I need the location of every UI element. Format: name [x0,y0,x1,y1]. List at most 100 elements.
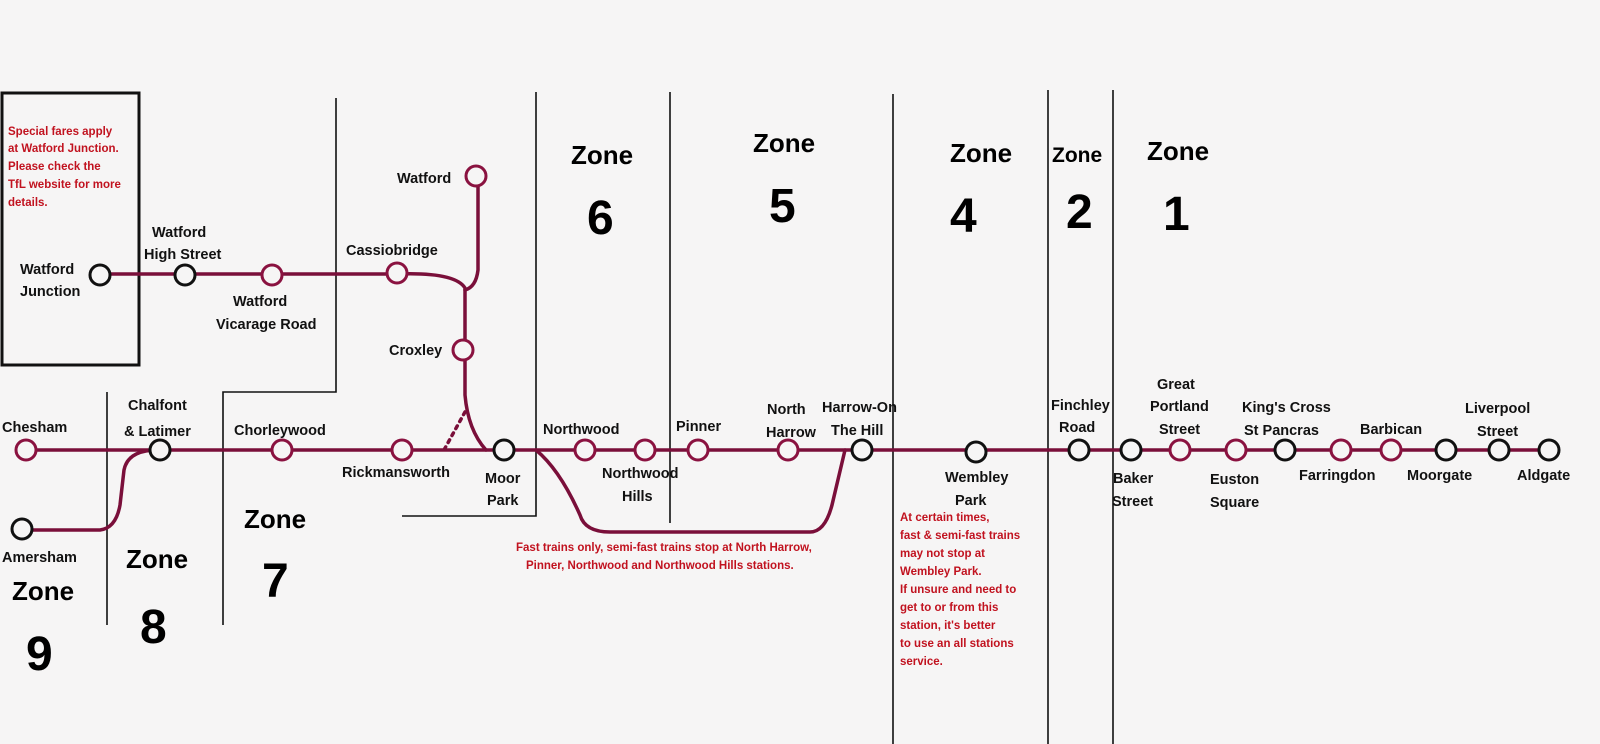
notice-line: Pinner, Northwood and Northwood Hills st… [526,560,794,572]
label-farringdon: Farringdon [1299,468,1376,484]
notice-line: to use an all stations [900,638,1014,650]
label-moorgate: Moorgate [1407,468,1472,484]
zone-9-number: 9 [26,628,53,681]
zone-5-word: Zone [753,128,815,158]
station-watford-junction[interactable] [88,263,112,287]
label-watford-junction: Watford Junction [20,262,80,300]
label-harrow-on-the-hill: Harrow-On The Hill [822,400,901,439]
station-northwood-hills[interactable] [633,438,657,462]
label-barbican: Barbican [1360,422,1422,438]
label-line: Harrow [766,425,817,441]
zone-2-number: 2 [1066,186,1093,239]
label-north-harrow: North Harrow [766,402,817,441]
station-moor-park[interactable] [492,438,516,462]
station-kings-cross-st-pancras[interactable] [1273,438,1297,462]
label-line: Chalfont [128,398,187,414]
label-line: Vicarage Road [216,317,316,333]
track-croxley-to-moor-park [463,354,488,452]
notice-line: TfL website for more [8,179,121,191]
station-cassiobridge[interactable] [385,261,409,285]
label-line: Portland [1150,399,1209,415]
zone-4-word: Zone [950,138,1012,168]
label-watford-vicarage-road: Watford Vicarage Road [216,294,316,333]
notice-line: Please check the [8,161,101,173]
station-chalfont-latimer[interactable] [148,438,172,462]
label-euston-square: Euston Square [1210,472,1263,511]
notice-line: Special fares apply [8,126,113,138]
label-chalfont-latimer: Chalfont & Latimer [124,398,191,440]
label-line: Square [1210,495,1259,511]
label-line: Park [955,493,987,509]
label-line: Watford [233,294,287,310]
station-baker-street[interactable] [1119,438,1143,462]
notice-line: at Watford Junction. [8,143,119,155]
notice-watford-junction: Special fares apply at Watford Junction.… [8,126,124,209]
station-north-harrow[interactable] [776,438,800,462]
label-line: Harrow-On [822,400,897,416]
station-amersham[interactable] [10,517,34,541]
zone-1-number: 1 [1163,188,1190,241]
station-moorgate[interactable] [1434,438,1458,462]
station-barbican[interactable] [1379,438,1403,462]
label-line: & Latimer [124,424,191,440]
label-finchley-road: Finchley Road [1051,398,1114,436]
label-watford-high-street: Watford High Street [144,225,222,263]
zone-6-word: Zone [571,140,633,170]
station-euston-square[interactable] [1224,438,1248,462]
notice-wembley-park: At certain times, fast & semi-fast train… [900,512,1023,668]
track-watford-branch [463,171,480,292]
track-fast-line [534,448,847,534]
station-watford-vicarage-road[interactable] [260,263,284,287]
label-line: Liverpool [1465,401,1530,417]
station-northwood[interactable] [573,438,597,462]
label-line: Finchley [1051,398,1110,414]
zone-8-number: 8 [140,601,167,654]
label-croxley: Croxley [389,343,442,359]
label-watford: Watford [397,171,451,187]
zone-6-number: 6 [587,192,614,245]
zone-1-word: Zone [1147,136,1209,166]
station-croxley[interactable] [451,338,475,362]
notice-line: station, it's better [900,620,996,632]
station-harrow-on-the-hill[interactable] [850,438,874,462]
label-northwood-hills: Northwood Hills [602,466,683,505]
notice-line: Wembley Park. [900,566,982,578]
notice-line: details. [8,197,48,209]
label-line: North [767,402,806,418]
label-line: Great [1157,377,1195,393]
zone-9-word: Zone [12,576,74,606]
label-line: Wembley [945,470,1008,486]
station-liverpool-street[interactable] [1487,438,1511,462]
label-chorleywood: Chorleywood [234,423,326,439]
station-watford[interactable] [464,164,488,188]
track-amersham-branch [20,448,160,532]
notice-line: service. [900,656,943,668]
station-great-portland-street[interactable] [1168,438,1192,462]
notice-line: Fast trains only, semi-fast trains stop … [516,542,812,554]
label-line: Street [1112,494,1153,510]
station-rickmansworth[interactable] [390,438,414,462]
station-pinner[interactable] [686,438,710,462]
station-wembley-park[interactable] [964,440,988,464]
stations [10,164,1561,541]
notice-line: At certain times, [900,512,989,524]
label-line: Watford [20,262,74,278]
label-wembley-park: Wembley Park [945,470,1012,509]
label-pinner: Pinner [676,419,721,435]
station-finchley-road[interactable] [1067,438,1091,462]
station-chorleywood[interactable] [270,438,294,462]
label-line: St Pancras [1244,423,1319,439]
notice-line: If unsure and need to [900,584,1016,596]
station-chesham[interactable] [14,438,38,462]
zone-7-boundary [222,98,337,625]
station-aldgate[interactable] [1537,438,1561,462]
watford-junction-fare-box [0,91,141,367]
track-disused-curve [442,410,467,452]
label-amersham: Amersham [2,550,77,566]
station-farringdon[interactable] [1329,438,1353,462]
label-line: Junction [20,284,80,300]
station-watford-high-street[interactable] [173,263,197,287]
label-line: Park [487,493,519,509]
label-rickmansworth: Rickmansworth [342,465,450,481]
label-line: Hills [622,489,653,505]
